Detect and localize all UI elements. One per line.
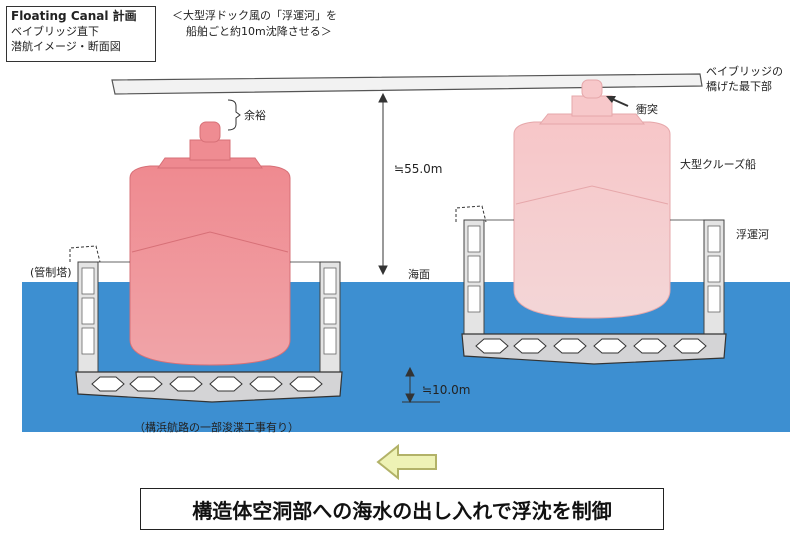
dredging-note: （構浜航路の一部浚渫工事有り） xyxy=(134,421,299,434)
right-cruise-ship xyxy=(513,79,671,319)
title-box: Floating Canal 計画 ベイブリッジ直下 潜航イメージ・断面図 xyxy=(6,6,156,62)
sea-surface-label: 海面 xyxy=(408,268,430,281)
subtitle: ＜大型浮ドック風の「浮運河」を 船舶ごと約10m沈降させる＞ xyxy=(172,8,337,40)
floating-canal-label: 浮運河 xyxy=(736,228,769,241)
control-tower-label: (管制塔) xyxy=(30,266,72,279)
subtitle-line-2: 船舶ごと約10m沈降させる＞ xyxy=(186,25,332,38)
title-line-3: 潜航イメージ・断面図 xyxy=(11,40,121,53)
bridge-bottom-label: ベイブリッジの 橋げた最下部 xyxy=(706,64,783,94)
height-label: ≒55.0m xyxy=(394,162,443,176)
left-floating-canal xyxy=(69,245,343,403)
height-dimension-arrow xyxy=(378,92,388,276)
collision-label: 衝突 xyxy=(636,103,658,116)
depth-label: ≒10.0m xyxy=(422,383,471,397)
left-cruise-ship xyxy=(129,121,291,366)
title-line-1: Floating Canal 計画 xyxy=(11,9,137,23)
bridge-bottom-label-line-1: ベイブリッジの xyxy=(706,65,783,78)
clearance-brace xyxy=(227,99,241,131)
control-banner: 構造体空洞部への海水の出し入れで浮沈を制御 xyxy=(140,488,664,530)
left-arrow-icon xyxy=(376,443,437,481)
depth-dimension-arrow xyxy=(402,366,440,404)
cruise-ship-label: 大型クルーズ船 xyxy=(680,158,757,171)
bay-bridge-girder xyxy=(111,73,703,95)
right-floating-canal xyxy=(455,205,727,365)
clearance-label: 余裕 xyxy=(244,109,266,122)
bridge-bottom-label-line-2: 橋げた最下部 xyxy=(706,80,772,93)
subtitle-line-1: ＜大型浮ドック風の「浮運河」を xyxy=(172,9,337,22)
title-line-2: ベイブリッジ直下 xyxy=(11,25,99,38)
